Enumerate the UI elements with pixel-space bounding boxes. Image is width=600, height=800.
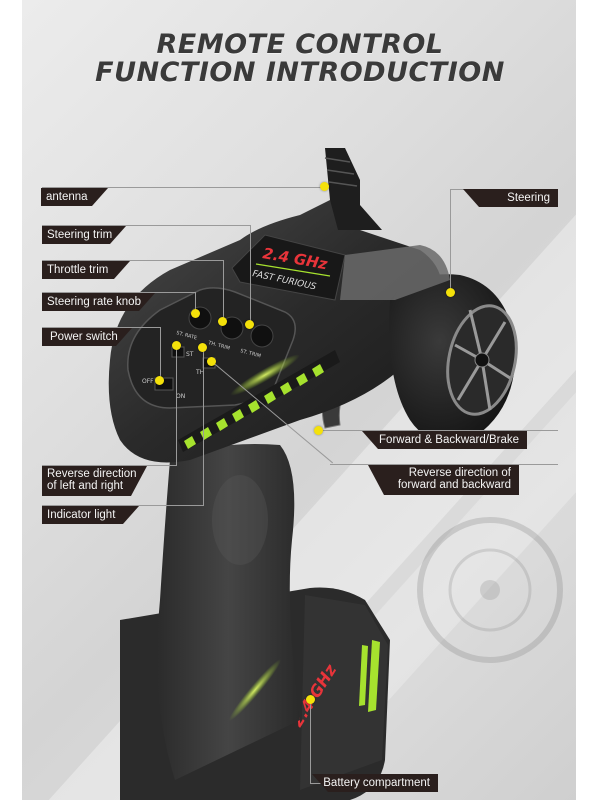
steering-trim-leader-v bbox=[250, 225, 251, 325]
callout-reverse-lr-line1: Reverse direction bbox=[47, 468, 137, 480]
throttle-trim-marker-dot bbox=[218, 317, 227, 326]
steering-rate-leader-v bbox=[195, 292, 196, 314]
reverse-fb-leader bbox=[330, 464, 558, 465]
indicator-marker-dot bbox=[198, 343, 207, 352]
svg-text:ST. RATE: ST. RATE bbox=[175, 330, 197, 341]
callout-indicator-light: Indicator light bbox=[42, 506, 139, 524]
svg-text:ST: ST bbox=[186, 351, 194, 358]
page-title-line1: REMOTE CONTROL bbox=[156, 29, 444, 60]
steering-rate-marker-dot bbox=[191, 309, 200, 318]
reverse-fb-marker-dot bbox=[207, 357, 216, 366]
throttle-trim-leader-v bbox=[223, 260, 224, 322]
reverse-lr-marker-dot bbox=[172, 341, 181, 350]
callout-antenna-text: antenna bbox=[46, 191, 88, 203]
callout-power-switch-text: Power switch bbox=[50, 331, 118, 343]
svg-text:OFF: OFF bbox=[142, 378, 154, 385]
callout-antenna: antenna bbox=[41, 188, 108, 206]
callout-steering-rate-knob: Steering rate knob bbox=[42, 293, 155, 311]
steering-rate-leader bbox=[42, 292, 195, 293]
callout-reverse-forward-backward: Reverse direction of forward and backwar… bbox=[368, 465, 519, 495]
callout-throttle-trim: Throttle trim bbox=[42, 261, 130, 279]
indicator-leader bbox=[42, 505, 204, 506]
svg-text:ST. TRIM: ST. TRIM bbox=[239, 348, 261, 359]
callout-steering: Steering bbox=[463, 189, 558, 207]
steering-trim-leader bbox=[42, 225, 250, 226]
page-title-line2: FUNCTION INTRODUCTION bbox=[95, 57, 505, 88]
antenna-marker-dot bbox=[320, 182, 329, 191]
throttle-trim-leader bbox=[42, 260, 223, 261]
indicator-leader-v bbox=[203, 348, 204, 505]
background-wheel bbox=[417, 517, 563, 663]
callout-reverse-left-right: Reverse direction of left and right bbox=[42, 466, 147, 496]
power-switch-leader bbox=[42, 327, 160, 328]
power-switch-marker-dot bbox=[155, 376, 164, 385]
steering-marker-dot bbox=[446, 288, 455, 297]
battery-leader-v bbox=[310, 700, 311, 783]
callout-battery-compartment: Battery compartment bbox=[312, 774, 438, 792]
callout-steering-trim: Steering trim bbox=[42, 226, 126, 244]
callout-steering-trim-text: Steering trim bbox=[47, 229, 113, 241]
battery-marker-dot bbox=[306, 695, 315, 704]
callout-throttle-trim-text: Throttle trim bbox=[47, 264, 109, 276]
callout-fwd-brake-text: Forward & Backward/Brake bbox=[379, 434, 519, 446]
power-switch-leader-v bbox=[160, 327, 161, 380]
callout-power-switch: Power switch bbox=[42, 328, 132, 346]
callout-reverse-fb-line1: Reverse direction of bbox=[408, 467, 511, 479]
callout-steering-text: Steering bbox=[507, 192, 550, 204]
steering-leader-v bbox=[450, 189, 451, 293]
callout-steering-rate-knob-text: Steering rate knob bbox=[47, 296, 141, 308]
reverse-lr-leader-v bbox=[176, 345, 177, 465]
callout-reverse-lr-line2: of left and right bbox=[47, 480, 124, 492]
fwd-brake-marker-dot bbox=[314, 426, 323, 435]
svg-text:TH. TRIM: TH. TRIM bbox=[207, 340, 231, 352]
svg-text:ON: ON bbox=[176, 393, 185, 400]
callout-battery-text: Battery compartment bbox=[323, 777, 430, 789]
steering-trim-marker-dot bbox=[245, 320, 254, 329]
callout-forward-backward-brake: Forward & Backward/Brake bbox=[362, 431, 527, 449]
fwd-brake-leader bbox=[318, 430, 558, 431]
callout-indicator-light-text: Indicator light bbox=[47, 509, 116, 521]
antenna-leader bbox=[42, 187, 324, 188]
svg-text:TH: TH bbox=[195, 369, 204, 376]
callout-reverse-fb-line2: forward and backward bbox=[397, 479, 511, 491]
reverse-lr-leader bbox=[42, 465, 177, 466]
